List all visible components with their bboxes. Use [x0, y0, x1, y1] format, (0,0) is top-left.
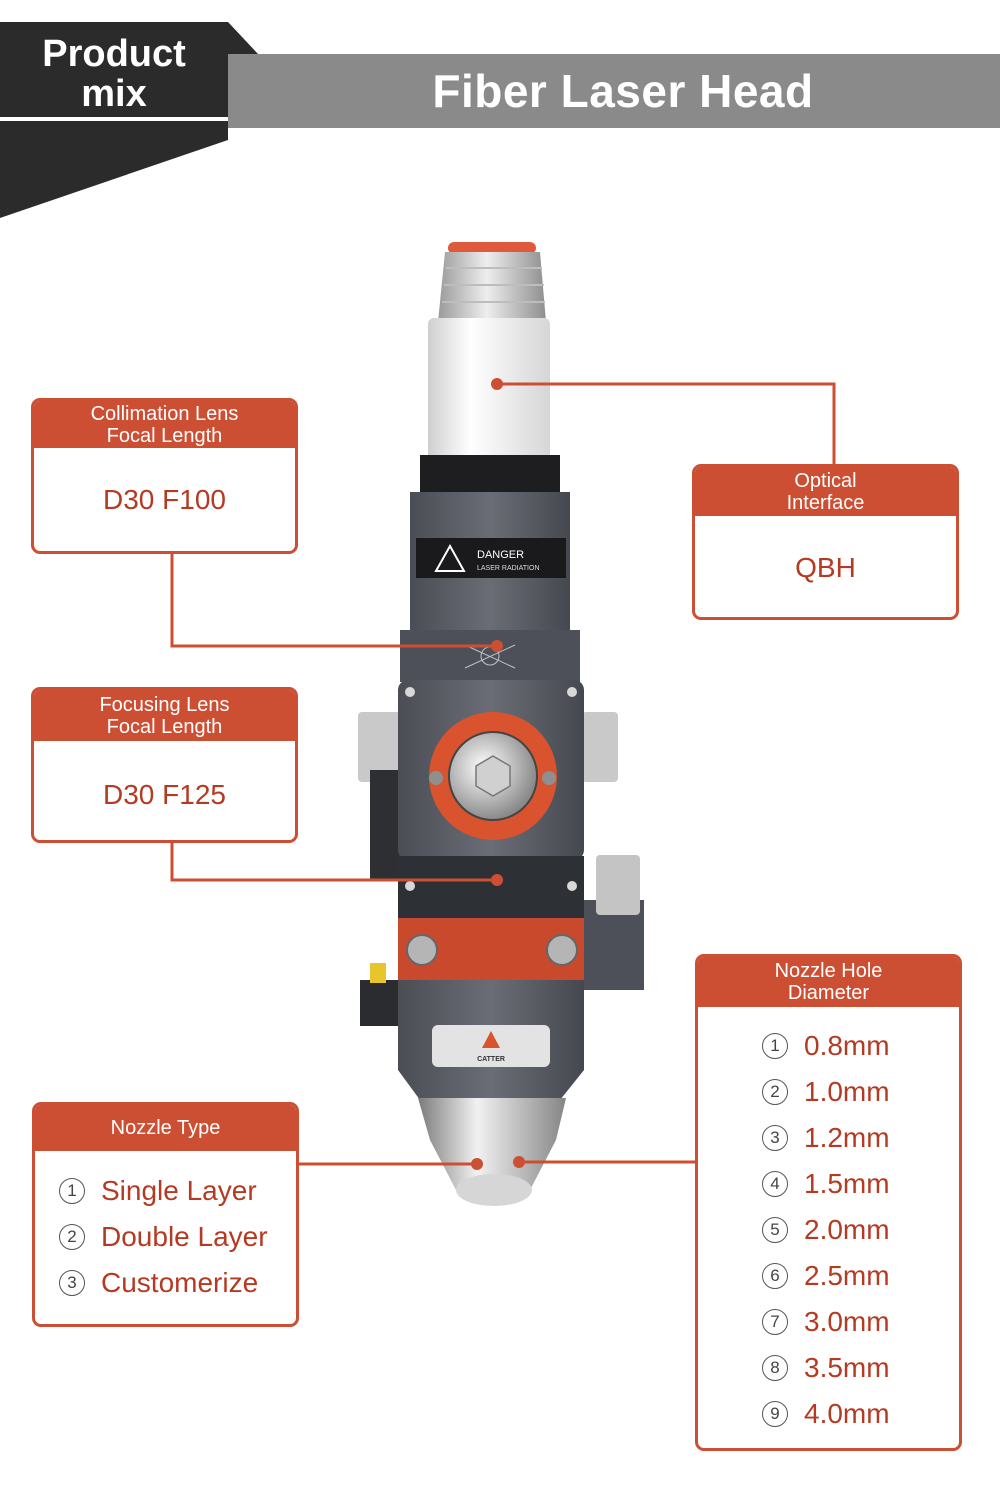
header-badge-shape: [0, 22, 258, 218]
list-item: 1 0.8mm: [762, 1023, 959, 1069]
list-label: 4.0mm: [804, 1398, 890, 1429]
nozzle-hole-title-line1: Nozzle Hole: [774, 960, 883, 982]
drawer-block: [398, 856, 584, 920]
focusing-lens-value: D30 F125: [103, 779, 226, 810]
leader-lines: [170, 382, 836, 1166]
page-title: Fiber Laser Head: [432, 65, 814, 117]
list-item: 1 Single Layer: [59, 1168, 296, 1214]
list-label: 1.5mm: [804, 1168, 890, 1199]
header-badge-line2: mix: [81, 73, 147, 115]
collimation-lens-callout: Collimation Lens Focal Length D30 F100: [31, 398, 298, 554]
list-number: 9: [762, 1401, 788, 1427]
screw-icon: [405, 881, 415, 891]
list-item: 8 3.5mm: [762, 1345, 959, 1391]
list-number: 7: [762, 1309, 788, 1335]
left-side-plate: [370, 770, 402, 880]
list-number: 3: [762, 1125, 788, 1151]
list-label: 2.0mm: [804, 1214, 890, 1245]
nozzle-type-callout: Nozzle Type 1 Single Layer 2 Double Layer …: [32, 1102, 299, 1327]
nozzle-hole-title: Nozzle Hole Diameter: [698, 957, 959, 1007]
list-number: 8: [762, 1355, 788, 1381]
hex-socket-icon: [475, 755, 511, 797]
list-number: 1: [59, 1178, 85, 1204]
list-label: 1.0mm: [804, 1076, 890, 1107]
nozzle-type-list: 1 Single Layer 2 Double Layer 3 Customerize: [35, 1151, 296, 1306]
list-item: 9 4.0mm: [762, 1391, 959, 1437]
focusing-lens-title: Focusing Lens Focal Length: [34, 690, 295, 741]
collimator-tube: [428, 318, 550, 493]
screw-icon: [567, 687, 577, 697]
list-item: 2 Double Layer: [59, 1214, 296, 1260]
right-gas-fitting: [582, 712, 618, 782]
header-badge-label: Product mix: [0, 34, 228, 114]
list-item: 4 1.5mm: [762, 1161, 959, 1207]
screw-icon: [567, 881, 577, 891]
list-label: 3.5mm: [804, 1352, 890, 1383]
optical-interface-value: QBH: [795, 552, 856, 583]
nozzle-hole-title-line2: Diameter: [787, 982, 870, 1004]
dial-screw-left: [429, 771, 443, 785]
list-number: 6: [762, 1263, 788, 1289]
warning-label-sub: LASER RADIATION: [477, 565, 540, 572]
list-item: 2 1.0mm: [762, 1069, 959, 1115]
collimation-lens-value: D30 F100: [103, 484, 226, 515]
nozzle-hole-callout: Nozzle Hole Diameter 1 0.8mm 2 1.0mm 3 1.2m…: [695, 954, 962, 1451]
collimation-title-line1: Collimation Lens: [90, 402, 239, 425]
screw-icon: [405, 687, 415, 697]
nozzle-tip: [456, 1174, 532, 1206]
header-badge-line1: Product: [42, 33, 186, 75]
brand-logo-icon: [482, 1031, 500, 1048]
leader-dots: [471, 378, 525, 1170]
list-label: Single Layer: [101, 1175, 257, 1206]
dial-screw-right: [542, 771, 556, 785]
nozzle-cone: [418, 1098, 566, 1190]
optical-title-line1: Optical: [794, 469, 857, 492]
drawer-knob-right: [546, 934, 578, 966]
cable-port: [360, 980, 402, 1026]
list-number: 3: [59, 1270, 85, 1296]
header-bar: [228, 54, 1000, 128]
nozzle-type-title: Nozzle Type: [35, 1105, 296, 1151]
optical-interface-callout: Optical Interface QBH: [692, 464, 959, 620]
list-label: 3.0mm: [804, 1306, 890, 1337]
list-label: 0.8mm: [804, 1030, 890, 1061]
list-label: 1.2mm: [804, 1122, 890, 1153]
sensor-fitting: [596, 855, 640, 915]
left-gas-fitting: [358, 712, 400, 782]
focusing-title-line1: Focusing Lens: [99, 693, 230, 716]
focusing-lens-callout: Focusing Lens Focal Length D30 F125: [31, 687, 298, 843]
optical-title-line2: Interface: [786, 491, 865, 514]
list-item: 6 2.5mm: [762, 1253, 959, 1299]
brand-plate-text: CATTER: [477, 1056, 505, 1063]
drawer-knob-left: [406, 934, 438, 966]
tube-clamp: [420, 455, 560, 495]
list-number: 2: [762, 1079, 788, 1105]
list-number: 5: [762, 1217, 788, 1243]
collimation-title-line2: Focal Length: [106, 424, 223, 447]
list-item: 5 2.0mm: [762, 1207, 959, 1253]
list-number: 2: [59, 1224, 85, 1250]
warning-label-title: DANGER: [477, 549, 524, 561]
qbh-connector: [438, 242, 546, 322]
list-label: Double Layer: [101, 1221, 268, 1252]
optical-interface-title: Optical Interface: [695, 467, 956, 516]
list-label: 2.5mm: [804, 1260, 890, 1291]
list-label: Customerize: [101, 1267, 259, 1298]
list-item: 3 Customerize: [59, 1260, 296, 1306]
focusing-title-line2: Focal Length: [106, 715, 223, 738]
nozzle-hole-list: 1 0.8mm 2 1.0mm 3 1.2mm 4 1.5mm 5 2.0mm 6 2.5m…: [698, 1007, 959, 1437]
list-number: 1: [762, 1033, 788, 1059]
list-item: 7 3.0mm: [762, 1299, 959, 1345]
list-item: 3 1.2mm: [762, 1115, 959, 1161]
cable-port-cap: [370, 963, 386, 983]
collimation-lens-title: Collimation Lens Focal Length: [34, 401, 295, 448]
list-number: 4: [762, 1171, 788, 1197]
warning-triangle-icon: [434, 543, 466, 572]
